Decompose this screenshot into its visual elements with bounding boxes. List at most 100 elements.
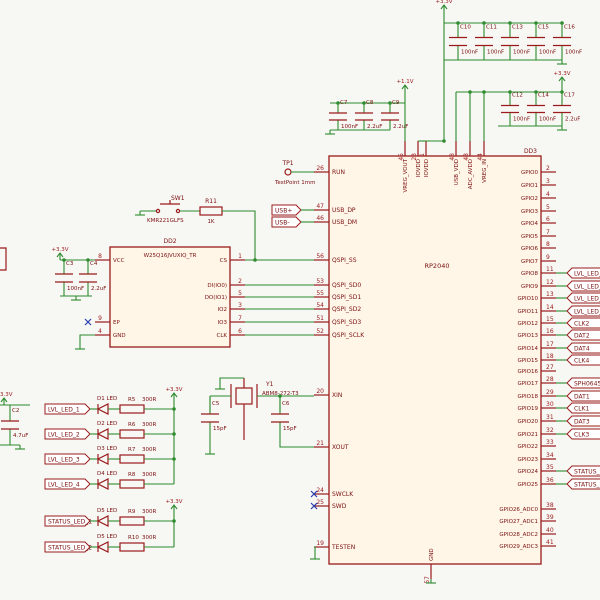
net-label-text: LVL_LED_ [574, 309, 600, 316]
pin-number: 27 [546, 364, 554, 371]
led-net-label [44, 541, 91, 553]
pin-name: QSPI_SCLK [332, 332, 365, 339]
no-connect-mark [310, 502, 318, 510]
pin-number: 13 [546, 291, 554, 298]
net-label-text: STATUS_ [574, 469, 600, 476]
led-net-label [44, 428, 91, 440]
mcu-value: RP2040 [425, 262, 450, 270]
power-arrow [56, 252, 64, 258]
led-res-value: 300R [142, 535, 156, 541]
pin-number: 57 [424, 576, 431, 584]
led-net-label-text: STATUS_LED_2 [48, 545, 92, 552]
pin-name: GND [429, 548, 435, 561]
power-label: +3.3V [165, 387, 182, 393]
pin-name: XIN [332, 392, 342, 399]
led-net-label [44, 453, 91, 465]
pin-number: 46 [316, 215, 324, 222]
cap-value: 100nF [539, 50, 556, 56]
flash-gnd-wire [79, 334, 95, 345]
crystal-body [235, 387, 253, 405]
pin-number: 41 [546, 539, 554, 546]
usb-label [271, 204, 302, 216]
flash-value: W25Q16JVUXIQ_TR [144, 253, 197, 259]
led-res-ref: R5 [128, 397, 136, 403]
net-label-text: SPH0645_ [574, 381, 600, 388]
pin-number: 7 [238, 315, 242, 322]
pin-name: GPIO10 [517, 296, 538, 302]
pin-name: GPIO15 [517, 358, 538, 364]
pin-name: CS [220, 258, 228, 264]
pin-name: IOVDD [416, 159, 422, 177]
junction-dot [172, 519, 176, 523]
testpoint-value: TestPoint 1mm [274, 180, 315, 186]
led-resistor [119, 479, 145, 489]
pin-name: QSPI_SD1 [332, 294, 361, 301]
pin-number: 4 [98, 328, 102, 335]
pin-name: GPIO29_ADC3 [499, 544, 538, 550]
testpoint-ref: TP1 [281, 160, 293, 167]
r11-value: 1K [207, 219, 214, 225]
no-connect-mark [84, 318, 92, 326]
power-label: +3.3V [435, 0, 452, 5]
pin-number: 1 [238, 253, 242, 260]
pin-number: 25 [316, 499, 324, 506]
power-label: +3.3V [51, 247, 68, 253]
junction-dot [172, 407, 176, 411]
led-res-ref: R8 [128, 472, 136, 478]
pin-name: RUN [332, 169, 345, 176]
led-net-label-text: LVL_LED_1 [48, 407, 80, 414]
led-res-value: 300R [142, 509, 156, 515]
pin-name: IO2 [218, 307, 227, 313]
pin-name: GPIO0 [521, 170, 539, 176]
cap-value: 2.2uF [367, 124, 382, 130]
power-label: +3.3V [553, 71, 570, 77]
led-diode [96, 428, 109, 440]
cap-value: 100nF [513, 117, 530, 123]
pin-number: 45 [398, 153, 405, 161]
led-ref: D5 LED [97, 534, 117, 540]
net-label [566, 342, 600, 354]
led-diode [96, 453, 109, 465]
pin-number: 48 [449, 153, 456, 161]
power-label: +3.3V [165, 499, 182, 505]
net-label [566, 354, 600, 366]
pin-name: DO(IO1) [205, 295, 227, 301]
cap-value: 2.2uF [91, 286, 106, 292]
pin-number: 5 [546, 204, 550, 211]
usb-label-text: USB+ [275, 208, 292, 215]
pin-name: GPIO1 [521, 183, 538, 189]
pin-name: CLK [216, 333, 227, 339]
pin-name: VREG_IN [482, 159, 488, 183]
led-net-label-text: STATUS_LED_1 [48, 519, 92, 526]
pin-name: QSPI_SD3 [332, 319, 361, 326]
power-arrow [440, 4, 448, 10]
pin-number: 24 [316, 487, 324, 494]
pin-name: GPIO22 [517, 444, 538, 450]
pin-name: VCC [113, 258, 125, 264]
pin-name: VREG_VOUT [403, 158, 409, 192]
switch-contact [155, 208, 161, 214]
junction-dot [172, 432, 176, 436]
cs-wire [222, 210, 256, 260]
usb-label [271, 216, 302, 228]
pin-number: 36 [546, 477, 554, 484]
pin-name: GPIO14 [517, 346, 538, 352]
pin-name: GPIO3 [521, 209, 539, 215]
pin-number: 6 [546, 216, 550, 223]
pin-name: GPIO6 [521, 246, 539, 252]
led-resistor [119, 454, 145, 464]
pin-number: 17 [546, 341, 554, 348]
pin-number: 39 [546, 514, 554, 521]
pin-number: 20 [316, 388, 324, 395]
led-ref: D2 LED [97, 421, 117, 427]
net-label [566, 267, 600, 279]
pin-number: 26 [316, 165, 324, 172]
pin-name: GPIO2 [521, 196, 538, 202]
power-label: +3.3V [0, 392, 13, 398]
led-resistor [119, 542, 145, 552]
cap-ref: C13 [512, 25, 523, 31]
cap-ref: C12 [512, 93, 523, 99]
pin-name: USB_VDD [454, 159, 460, 185]
net-label [566, 305, 600, 317]
net-label [566, 415, 600, 427]
